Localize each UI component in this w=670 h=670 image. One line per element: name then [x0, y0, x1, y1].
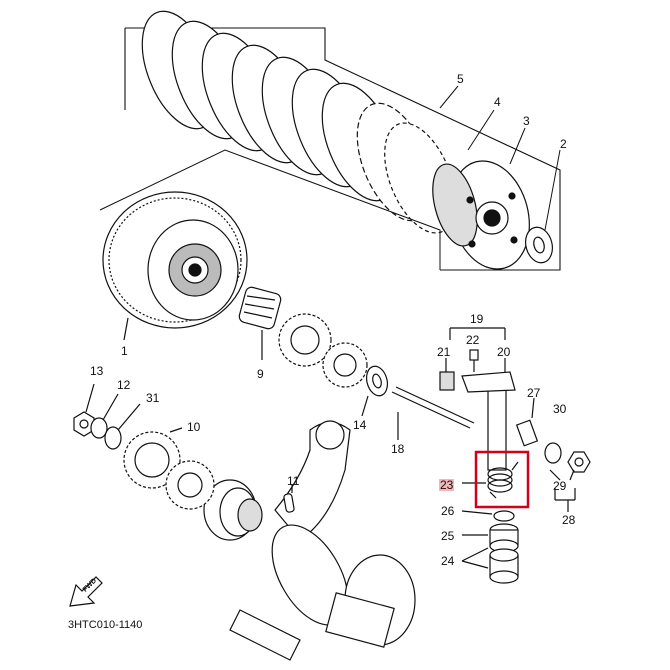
crankshaft [229, 420, 416, 661]
nut-washer-left [73, 383, 141, 450]
callout-25: 25 [441, 529, 455, 543]
callout-30: 30 [553, 402, 567, 416]
gear-part-10 [123, 427, 215, 510]
push-rod-part-18 [391, 386, 475, 440]
leader-lines [439, 85, 561, 231]
spring-part-9 [238, 286, 282, 360]
callout-5: 5 [457, 72, 464, 86]
callout-20: 20 [497, 345, 511, 359]
clutch-plates [141, 10, 456, 234]
callout-3: 3 [523, 114, 530, 128]
callout-12: 12 [117, 378, 131, 392]
primary-gears [278, 313, 368, 388]
lever-shaft-assembly [439, 327, 516, 471]
spring-part-23 [462, 461, 519, 499]
callout-31: 31 [146, 391, 160, 405]
clutch-housing [102, 191, 248, 341]
callout-13: 13 [90, 364, 104, 378]
callout-29: 29 [553, 479, 567, 493]
callout-23: 23 [439, 478, 455, 492]
callout-27: 27 [527, 386, 541, 400]
pressure-plate [432, 160, 530, 270]
reference-code: 3HTC010-1140 [68, 619, 143, 631]
bolt-part-27 [515, 397, 539, 447]
callout-19: 19 [470, 312, 484, 326]
callout-28: 28 [562, 513, 576, 527]
callout-1: 1 [121, 344, 128, 358]
callout-18: 18 [391, 442, 405, 456]
washer-part-2 [525, 226, 553, 264]
callout-11: 11 [287, 474, 300, 488]
clutch-plate-stack [124, 27, 561, 271]
callout-24: 24 [441, 554, 455, 568]
callout-4: 4 [494, 95, 501, 109]
callout-10: 10 [187, 420, 201, 434]
washer-part-14 [361, 365, 389, 417]
callout-22: 22 [466, 333, 480, 347]
bearing-parts [461, 510, 519, 584]
callout-14: 14 [353, 418, 367, 432]
callout-9: 9 [257, 367, 264, 381]
callout-21: 21 [437, 345, 451, 359]
key-part-11 [283, 485, 295, 513]
fwd-arrow-icon [69, 576, 103, 607]
crank-bearing [203, 479, 263, 541]
callout-2: 2 [560, 137, 567, 151]
callout-26: 26 [441, 504, 455, 518]
nut-washer-parts [544, 442, 591, 512]
clutch-housing-box [99, 149, 441, 270]
highlight-box [474, 450, 530, 509]
